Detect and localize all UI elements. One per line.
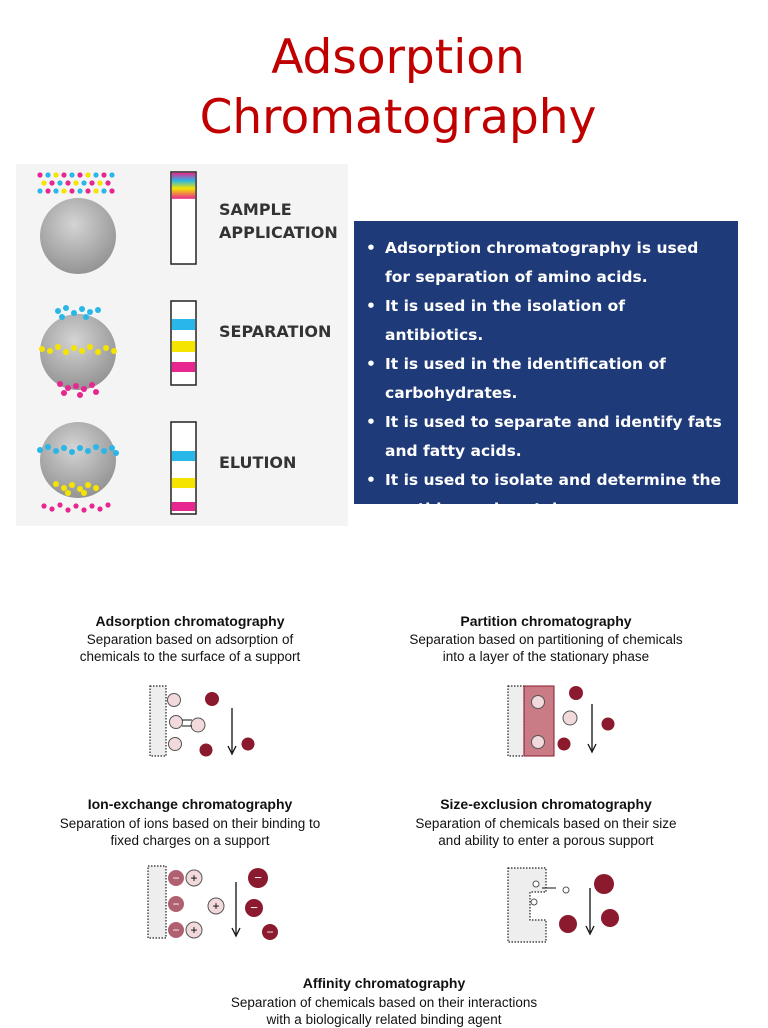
label-separation: SEPARATION bbox=[219, 322, 332, 341]
list-item: Adsorption chromatography is used for se… bbox=[366, 234, 726, 292]
stages-figure: SAMPLE APPLICATION SEPARATION ELUTION bbox=[16, 164, 348, 526]
column-tube bbox=[170, 421, 197, 515]
svg-text:−: − bbox=[172, 871, 179, 885]
svg-text:+: + bbox=[212, 899, 219, 913]
list-item: It is used to isolate and determine the … bbox=[366, 466, 726, 524]
list-item: It is used to separate and identify fats… bbox=[366, 408, 726, 466]
svg-text:−: − bbox=[254, 870, 262, 885]
ion-exchange-diagram: − − − + + + − − − bbox=[147, 865, 278, 940]
svg-text:+: + bbox=[190, 871, 197, 885]
yellow-band bbox=[171, 341, 196, 352]
magenta-dots bbox=[41, 502, 111, 513]
ion-exchange-title: Ion-exchange chromatography bbox=[87, 796, 293, 812]
separation-stage bbox=[39, 300, 197, 398]
partition-diagram bbox=[507, 685, 615, 757]
title-line-1: Adsorption bbox=[271, 30, 525, 85]
uses-list: Adsorption chromatography is used for se… bbox=[354, 221, 738, 524]
svg-text:−: − bbox=[172, 923, 179, 937]
stationary-bead bbox=[40, 198, 116, 274]
elution-stage bbox=[37, 421, 197, 515]
svg-text:+: + bbox=[190, 923, 197, 937]
stages-illustration bbox=[37, 171, 197, 515]
affinity-desc: Separation of chemicals based on their i… bbox=[230, 995, 538, 1027]
label-sample-application: SAMPLE APPLICATION bbox=[219, 200, 338, 242]
svg-text:−: − bbox=[266, 925, 273, 939]
adsorption-title: Adsorption chromatography bbox=[95, 613, 285, 629]
adsorption-desc: Separation based on adsorption of chemic… bbox=[79, 632, 301, 664]
yellow-dots bbox=[53, 481, 99, 496]
size-exclusion-title: Size-exclusion chromatography bbox=[440, 796, 652, 812]
list-item: It is used in the isolation of antibioti… bbox=[366, 292, 726, 350]
partition-title: Partition chromatography bbox=[460, 613, 632, 629]
cyan-dots bbox=[55, 305, 101, 320]
magenta-dots bbox=[57, 381, 99, 398]
cyan-band bbox=[171, 319, 196, 330]
ion-exchange-desc: Separation of ions based on their bindin… bbox=[59, 816, 321, 848]
label-elution: ELUTION bbox=[219, 453, 297, 472]
title-line-2: Chromatography bbox=[199, 90, 597, 145]
size-exclusion-diagram bbox=[507, 867, 619, 943]
stationary-bead bbox=[40, 422, 116, 498]
uses-box: Adsorption chromatography is used for se… bbox=[354, 221, 738, 518]
size-exclusion-desc: Separation of chemicals based on their s… bbox=[415, 816, 677, 848]
sample-dots bbox=[37, 172, 115, 194]
magenta-band bbox=[171, 362, 196, 372]
cyan-dots bbox=[37, 444, 119, 456]
yellow-dots bbox=[39, 344, 117, 355]
stationary-bead bbox=[40, 314, 116, 390]
yellow-band bbox=[171, 478, 196, 488]
svg-text:−: − bbox=[172, 897, 179, 911]
partition-desc: Separation based on partitioning of chem… bbox=[409, 632, 683, 664]
sample-application-stage bbox=[37, 171, 197, 274]
svg-text:−: − bbox=[250, 900, 258, 915]
page-title: Adsorption Chromatography bbox=[0, 28, 768, 148]
affinity-title: Affinity chromatography bbox=[302, 975, 466, 991]
cyan-band bbox=[171, 451, 196, 461]
adsorption-diagram bbox=[149, 685, 255, 757]
magenta-band bbox=[171, 502, 196, 511]
sample-band bbox=[171, 172, 196, 199]
list-item: It is used in the identification of carb… bbox=[366, 350, 726, 408]
